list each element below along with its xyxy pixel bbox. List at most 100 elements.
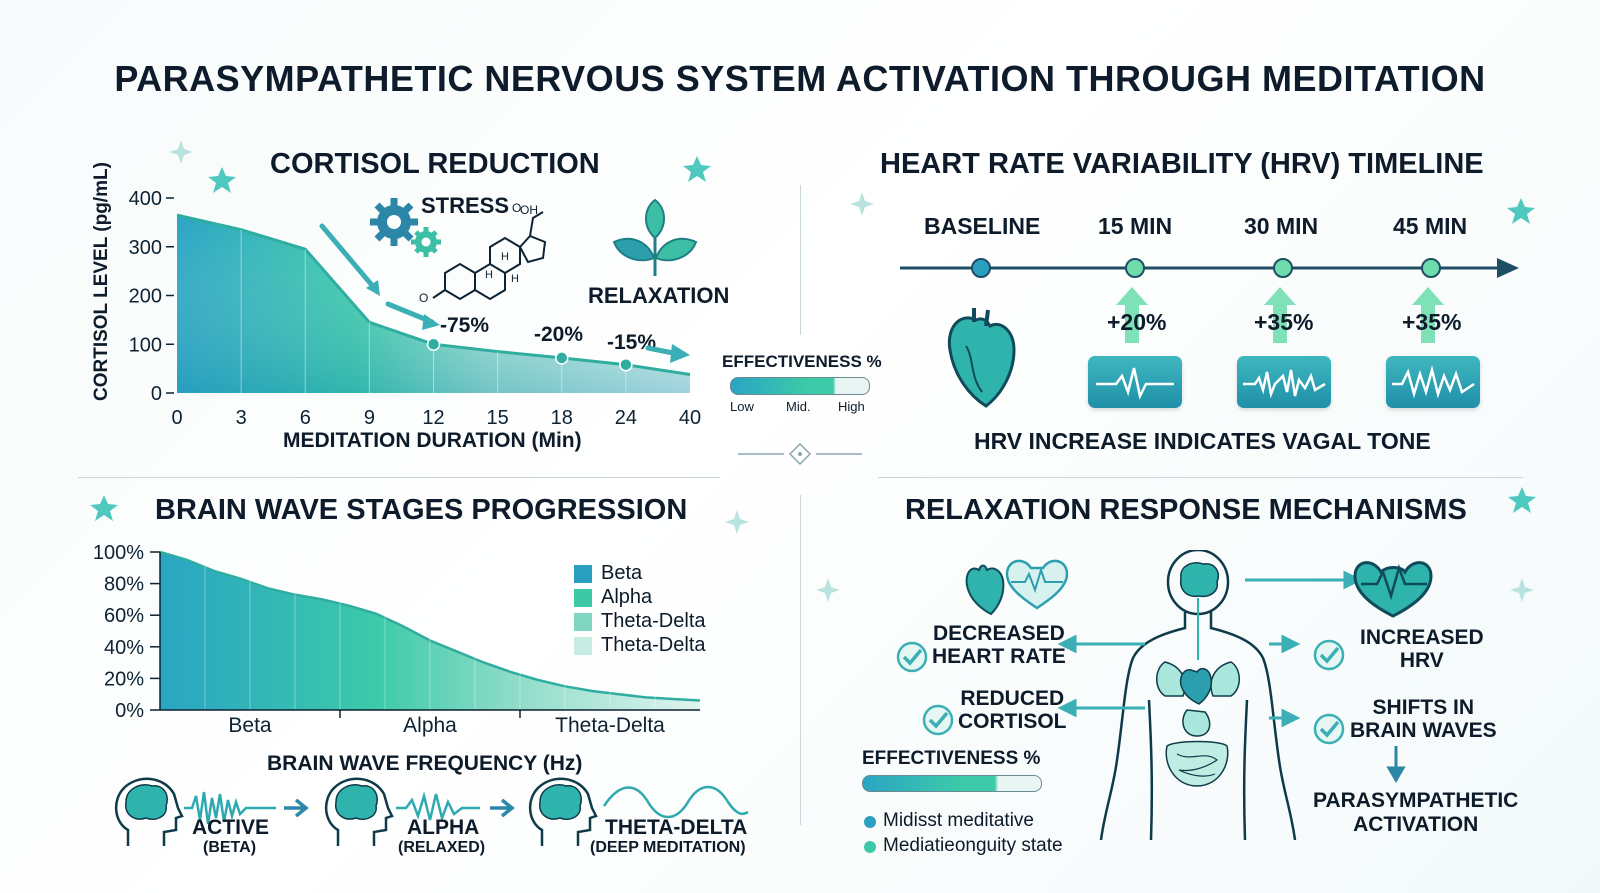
mechanism-label: DECREASED HEART RATE — [932, 622, 1066, 668]
brain-state-illustrations — [115, 777, 749, 846]
star-icon — [1507, 198, 1535, 224]
head-icon — [325, 777, 394, 846]
hrv-increase: +35% — [1402, 309, 1462, 335]
molecule-icon: OH O O H H H — [419, 201, 547, 305]
ecg-icon — [1392, 365, 1475, 399]
vertical-divider-top — [800, 185, 801, 335]
legend-swatch-beta — [574, 565, 592, 583]
annotation-label: -20% — [534, 323, 584, 346]
gear-icon — [370, 198, 441, 257]
alpha-wave — [396, 791, 480, 823]
x-tick-label: 40 — [679, 407, 701, 429]
head-icon — [115, 777, 184, 846]
x-tick-label: 0 — [171, 407, 182, 429]
ecg-waveform-box — [1237, 356, 1331, 408]
hrv-increase: +20% — [1107, 309, 1167, 335]
y-tick-label: 40% — [104, 637, 144, 659]
effectiveness-mid: Mid. — [786, 399, 811, 414]
h-label: H — [501, 251, 509, 263]
ecg-icon — [1096, 367, 1174, 400]
hrv-timeline — [900, 258, 1519, 278]
relaxation-label: RELAXATION — [588, 283, 730, 308]
hrv-stage-label: 45 MIN — [1393, 213, 1468, 239]
divider-ornament — [738, 442, 862, 466]
effectiveness-title: EFFECTIVENESS % — [722, 352, 882, 371]
brain-state-sub: (RELAXED) — [398, 839, 486, 856]
x-tick-label: 12 — [422, 407, 444, 429]
legend-dot — [864, 816, 876, 828]
heart-icon — [947, 308, 1016, 408]
ecg-icon — [1243, 369, 1326, 399]
brain-line — [159, 550, 701, 702]
effectiveness-bar — [730, 377, 870, 395]
theta-wave — [602, 785, 749, 819]
brain-xlabel: BRAIN WAVE FREQUENCY (Hz) — [267, 752, 583, 775]
brain-title: BRAIN WAVE STAGES PROGRESSION — [155, 494, 688, 526]
x-tick-label: 9 — [364, 407, 375, 429]
check-circle-icon — [922, 704, 954, 736]
x-tick-label: 3 — [236, 407, 247, 429]
timeline-node — [1125, 258, 1145, 278]
body-diagram — [965, 550, 1433, 841]
o-label: O — [512, 201, 521, 215]
sparkle-icon — [850, 192, 874, 216]
x-tick-label: 24 — [615, 407, 637, 429]
y-tick-label: 20% — [104, 668, 144, 690]
y-tick-label: 60% — [104, 605, 144, 627]
cortisol-xlabel: MEDITATION DURATION (Min) — [283, 429, 582, 452]
h-label: H — [485, 269, 493, 281]
sparkle-icon — [725, 510, 749, 534]
hrv-stage-label: 30 MIN — [1244, 213, 1319, 239]
stress-label: STRESS — [421, 193, 510, 218]
oh-label: OH — [520, 203, 538, 217]
brain-state-name: ALPHA — [407, 816, 480, 839]
timeline-node — [1273, 258, 1293, 278]
effectiveness-high: High — [838, 399, 865, 414]
heart-icon — [965, 564, 1005, 616]
sparkle-icon — [816, 578, 840, 602]
data-point — [555, 351, 569, 365]
legend-label: Beta — [601, 562, 643, 584]
hrv-caption: HRV INCREASE INDICATES VAGAL TONE — [974, 428, 1431, 454]
check-circle-icon — [896, 641, 928, 673]
horizontal-divider-left — [78, 477, 720, 478]
arrow-icon — [284, 798, 309, 818]
legend-label: Theta-Delta — [601, 610, 706, 632]
y-tick-label: 300 — [129, 237, 162, 259]
hrv-increase: +35% — [1254, 309, 1314, 335]
x-tick-label: 18 — [551, 407, 573, 429]
brain-area — [160, 552, 700, 710]
mechanism-label: SHIFTS IN BRAIN WAVES — [1350, 696, 1497, 742]
x-tick-label: Alpha — [403, 714, 457, 737]
y-tick-label: 100% — [93, 542, 144, 564]
o-label: O — [419, 291, 428, 305]
legend-swatch-theta — [574, 613, 592, 631]
x-tick-label: Beta — [228, 714, 272, 737]
y-tick-label: 200 — [129, 286, 162, 308]
timeline-node — [1421, 258, 1441, 278]
ecg-waveform-box — [1088, 356, 1182, 408]
outcome-label: PARASYMPATHETIC ACTIVATION — [1313, 789, 1519, 836]
hrv-stage-label: BASELINE — [924, 213, 1041, 239]
cortisol-ylabel: CORTISOL LEVEL (pg/mL) — [91, 162, 112, 401]
arrow-icon — [490, 798, 515, 818]
star-icon — [208, 167, 236, 193]
legend-dot — [864, 841, 876, 853]
mechanisms-title: RELAXATION RESPONSE MECHANISMS — [905, 494, 1467, 526]
hrv-title: HEART RATE VARIABILITY (HRV) TIMELINE — [880, 148, 1484, 180]
ecg-waveform-box — [1386, 356, 1480, 408]
brain-state-sub: (DEEP MEDITATION) — [590, 839, 746, 856]
x-tick-label: Theta-Delta — [555, 714, 665, 737]
mech-legend-label: Midisst meditative — [883, 810, 1034, 831]
check-circle-icon — [1313, 713, 1345, 745]
up-arrows — [1116, 287, 1444, 343]
beta-wave — [184, 791, 276, 825]
legend-swatch-delta — [574, 637, 592, 655]
vertical-divider-bottom — [800, 495, 801, 825]
leaf-icon — [612, 198, 698, 276]
head-icon — [529, 777, 598, 846]
legend-label: Theta-Delta — [601, 634, 706, 656]
